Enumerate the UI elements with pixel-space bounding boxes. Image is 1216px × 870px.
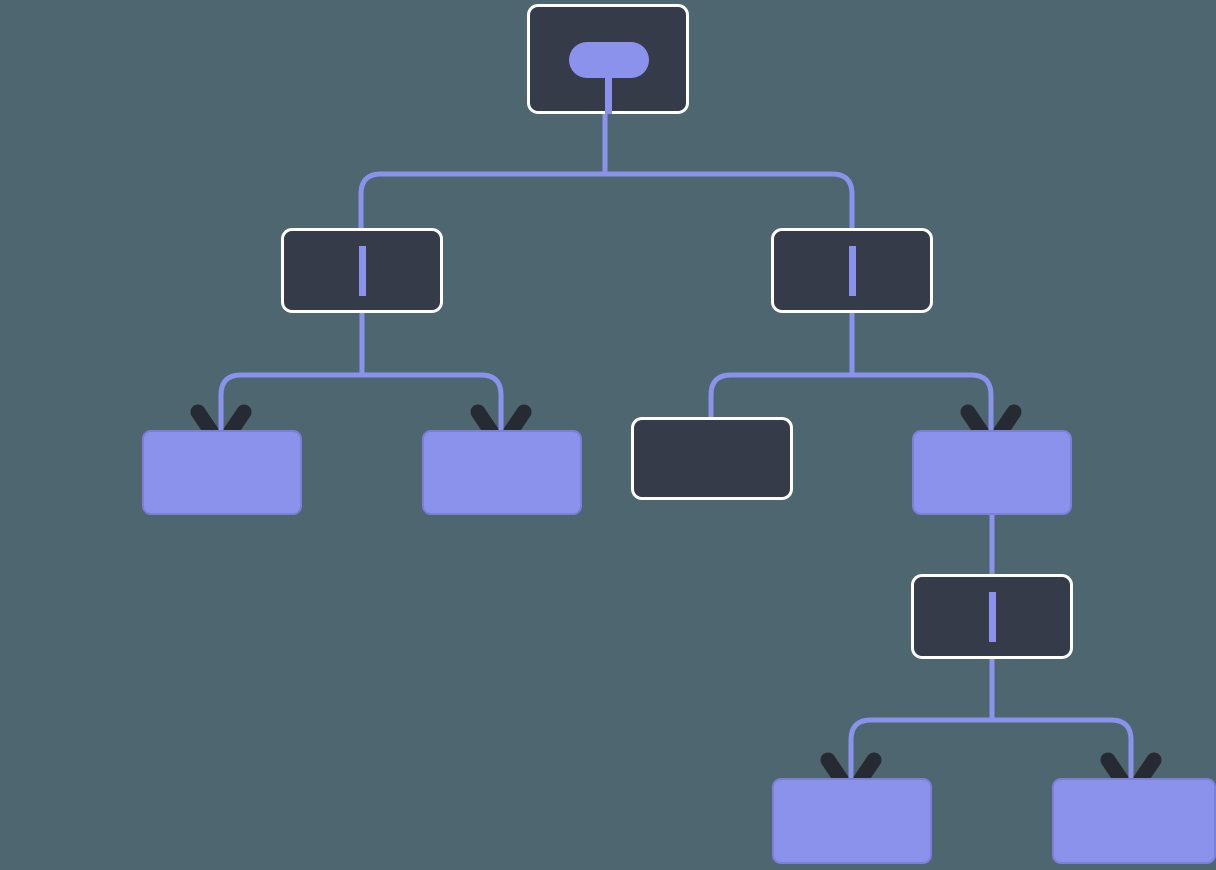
tree-node-n1[interactable] bbox=[281, 228, 443, 313]
root-pill-marker bbox=[569, 42, 649, 78]
tree-node-n5[interactable] bbox=[631, 417, 793, 500]
tree-node-n7[interactable] bbox=[911, 574, 1073, 659]
tree-node-n4[interactable] bbox=[422, 430, 582, 515]
tree-node-n8[interactable] bbox=[772, 778, 932, 864]
node-through-line bbox=[359, 246, 366, 296]
root-stem-marker bbox=[605, 75, 612, 114]
tree-node-n0[interactable] bbox=[527, 4, 689, 114]
tree-node-n2[interactable] bbox=[771, 228, 933, 313]
tree-node-n9[interactable] bbox=[1052, 778, 1216, 864]
tree-node-n3[interactable] bbox=[142, 430, 302, 515]
tree-node-n6[interactable] bbox=[912, 430, 1072, 515]
node-through-line bbox=[849, 246, 856, 296]
node-through-line bbox=[989, 592, 996, 642]
